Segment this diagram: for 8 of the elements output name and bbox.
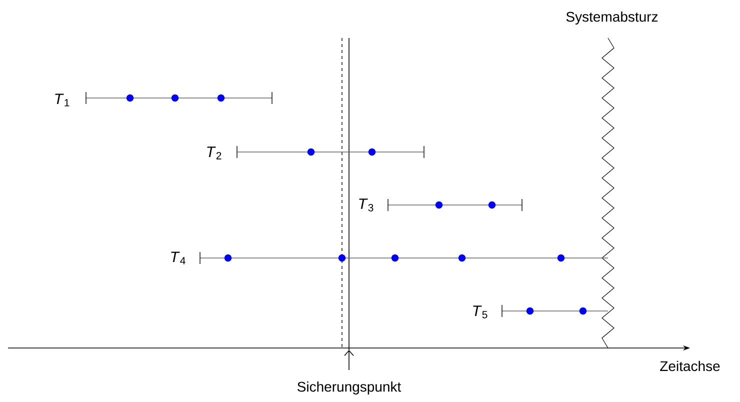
- text-label: T$_{4}$: [171, 252, 186, 264]
- text-label: T$_{2}$: [207, 146, 222, 160]
- text-label: T$_{5}$: [473, 306, 488, 318]
- text-label: Systemabsturz: [566, 11, 658, 25]
- text-label: Sicherungspunkt: [298, 381, 402, 394]
- text-label: T$_{1}$: [55, 94, 70, 106]
- text-label: Zeitachse: [660, 360, 720, 372]
- text-label: T$_{3}$: [359, 198, 374, 212]
